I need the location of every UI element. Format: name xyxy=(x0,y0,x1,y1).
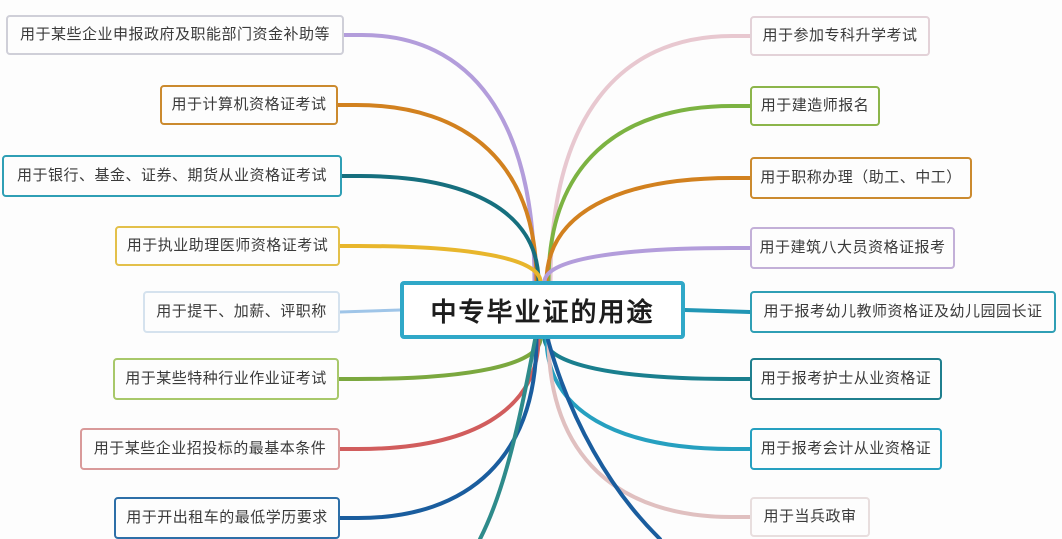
left-branch-label: 用于某些企业申报政府及职能部门资金补助等 xyxy=(19,25,330,43)
right-branch-label: 用于报考幼儿教师资格证及幼儿园园长证 xyxy=(763,302,1043,320)
left-branch-edge-4 xyxy=(338,244,543,284)
right-branch-label: 用于当兵政审 xyxy=(763,507,857,525)
left-branch-label: 用于计算机资格证考试 xyxy=(171,95,327,113)
left-branch-label: 用于某些企业招投标的最基本条件 xyxy=(93,439,327,457)
stray-edge-1 xyxy=(478,338,537,539)
left-branch-edge-8 xyxy=(338,336,539,520)
right-branch-node-8[interactable]: 用于当兵政审 xyxy=(750,497,870,537)
right-branch-edge-7 xyxy=(544,336,752,451)
left-branch-label: 用于开出租车的最低学历要求 xyxy=(126,508,328,526)
right-branch-edge-4 xyxy=(542,246,752,284)
left-branch-edge-7 xyxy=(338,336,541,451)
left-branch-edge-2 xyxy=(336,103,539,284)
right-branch-edge-5 xyxy=(683,308,752,314)
right-branch-edge-2 xyxy=(546,104,752,284)
right-branch-node-2[interactable]: 用于建造师报名 xyxy=(750,86,880,126)
right-branch-node-5[interactable]: 用于报考幼儿教师资格证及幼儿园园长证 xyxy=(750,291,1056,333)
right-branch-label: 用于报考护士从业资格证 xyxy=(760,369,932,387)
left-branch-node-2[interactable]: 用于计算机资格证考试 xyxy=(160,85,338,125)
left-branch-node-1[interactable]: 用于某些企业申报政府及职能部门资金补助等 xyxy=(6,15,344,55)
right-branch-node-7[interactable]: 用于报考会计从业资格证 xyxy=(750,428,942,470)
right-branch-node-1[interactable]: 用于参加专科升学考试 xyxy=(750,16,930,56)
right-branch-label: 用于报考会计从业资格证 xyxy=(760,439,932,457)
right-branch-edge-3 xyxy=(544,176,752,284)
right-branch-label: 用于参加专科升学考试 xyxy=(762,26,918,44)
left-branch-label: 用于银行、基金、证券、期货从业资格证考试 xyxy=(16,166,327,184)
right-branch-edge-1 xyxy=(548,34,752,284)
left-branch-edge-5 xyxy=(338,308,402,314)
right-branch-label: 用于建造师报名 xyxy=(760,96,870,114)
left-branch-node-3[interactable]: 用于银行、基金、证券、期货从业资格证考试 xyxy=(2,155,342,197)
right-branch-node-6[interactable]: 用于报考护士从业资格证 xyxy=(750,358,942,400)
left-branch-label: 用于某些特种行业作业证考试 xyxy=(125,369,327,387)
left-branch-node-5[interactable]: 用于提干、加薪、评职称 xyxy=(143,291,340,333)
left-branch-node-7[interactable]: 用于某些企业招投标的最基本条件 xyxy=(80,428,340,470)
right-branch-edge-8 xyxy=(546,336,752,519)
left-branch-edge-1 xyxy=(342,33,537,284)
left-branch-node-4[interactable]: 用于执业助理医师资格证考试 xyxy=(115,226,340,266)
right-branch-edge-6 xyxy=(542,336,752,381)
left-branch-label: 用于执业助理医师资格证考试 xyxy=(126,236,329,254)
left-branch-edge-3 xyxy=(340,174,541,284)
left-branch-node-8[interactable]: 用于开出租车的最低学历要求 xyxy=(114,497,340,539)
center-node[interactable]: 中专毕业证的用途 xyxy=(400,281,685,339)
left-branch-node-6[interactable]: 用于某些特种行业作业证考试 xyxy=(113,358,339,400)
right-branch-label: 用于职称办理（助工、中工） xyxy=(760,168,962,186)
right-branch-node-3[interactable]: 用于职称办理（助工、中工） xyxy=(750,157,972,199)
left-branch-label: 用于提干、加薪、评职称 xyxy=(156,302,327,320)
stray-edge-2 xyxy=(546,338,662,539)
right-branch-label: 用于建筑八大员资格证报考 xyxy=(759,238,946,256)
right-branch-node-4[interactable]: 用于建筑八大员资格证报考 xyxy=(750,227,955,269)
left-branch-edge-6 xyxy=(337,336,543,381)
